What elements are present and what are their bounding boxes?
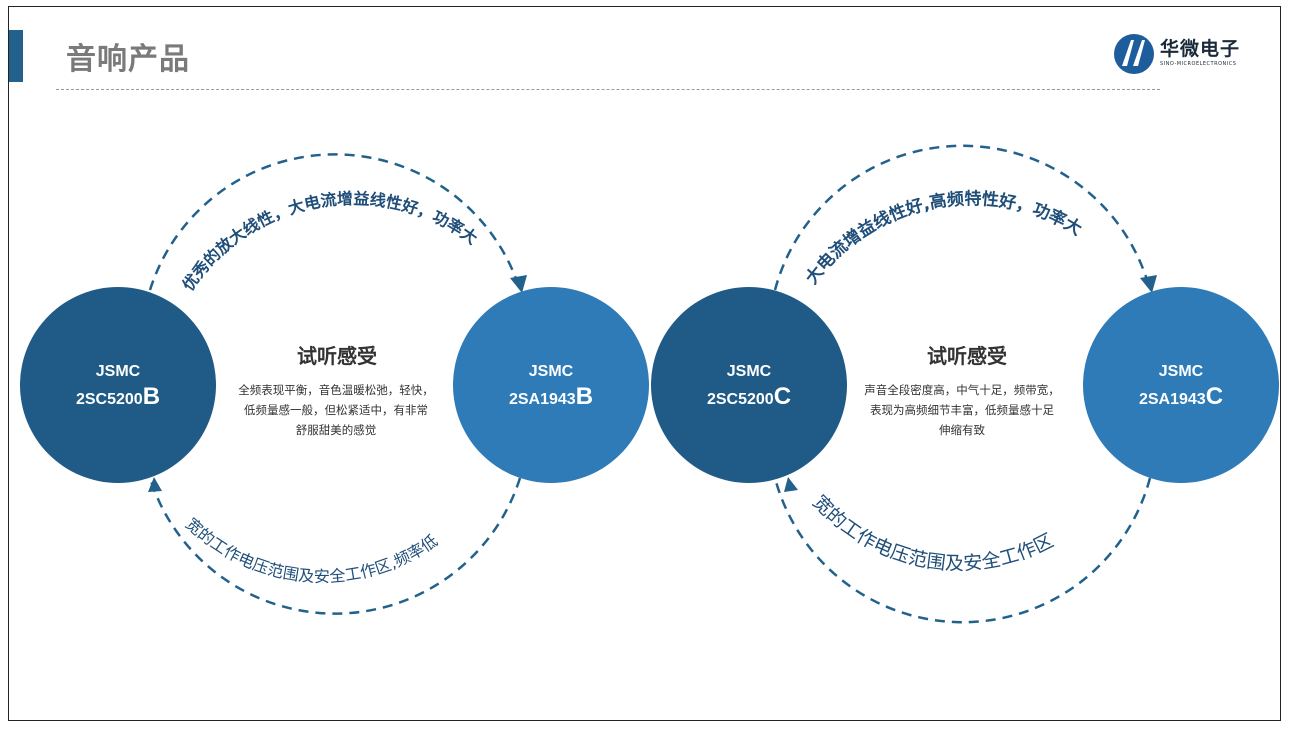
title-accent-bar [9,30,23,82]
bottom-arc-label-left: 宽的工作电压范围及安全工作区,频率低 [182,514,441,586]
slide-frame [8,6,1281,721]
node-model: 2SA1943B [508,382,594,410]
listen-text-right: 声音全段密度高，中气十足，频带宽， 表现为高频细节丰富，低频量感十足 伸缩有致 [864,383,1060,437]
bottom-arc-label-right: 宽的工作电压范围及安全工作区 [808,491,1057,575]
top-arc-right [773,144,1152,291]
listen-title-right: 试听感受 [927,344,1007,368]
arrowhead-left-top [510,275,527,293]
node-brand: JSMC [528,362,574,380]
node-2sa1943c: JSMC 2SA1943C [1083,287,1279,483]
listen-title-left: 试听感受 [297,344,377,368]
node-model: 2SC5200B [75,382,161,410]
top-arc-label-left: 优秀的放大线性，大电流增益线性好，功率大 [178,189,481,294]
arrowhead-right-top [1140,275,1157,293]
logo-subtitle: SINO-MICROELECTRONICS [1160,61,1237,67]
arrowhead-left-bottom [148,477,162,492]
title-divider [56,89,1160,90]
brand-logo: 华微电子 SINO-MICROELECTRONICS [1112,30,1272,80]
logo-name: 华微电子 [1160,38,1241,60]
logo-icon [1114,34,1154,74]
node-2sc5200b: JSMC 2SC5200B [20,287,216,483]
bottom-arc-left [148,477,522,615]
top-arc-label-right: 大电流增益线性好,高频特性好，功率大 [801,188,1085,288]
node-2sa1943b: JSMC 2SA1943B [453,287,649,483]
node-brand: JSMC [726,362,772,380]
node-2sc5200c: JSMC 2SC5200C [651,287,847,483]
page-title: 音响产品 [66,42,190,77]
node-brand: JSMC [95,362,141,380]
node-model: 2SC5200C [706,382,792,410]
node-model: 2SA1943C [1138,382,1224,410]
bottom-arc-right [773,477,1152,624]
node-brand: JSMC [1158,362,1204,380]
arrowhead-right-bottom [784,477,798,492]
top-arc-left [148,153,522,291]
listen-text-left: 全频表现平衡，音色温暖松弛，轻快， 低频量感一般，但松紧适中，有非常 舒服甜美的… [238,383,434,437]
